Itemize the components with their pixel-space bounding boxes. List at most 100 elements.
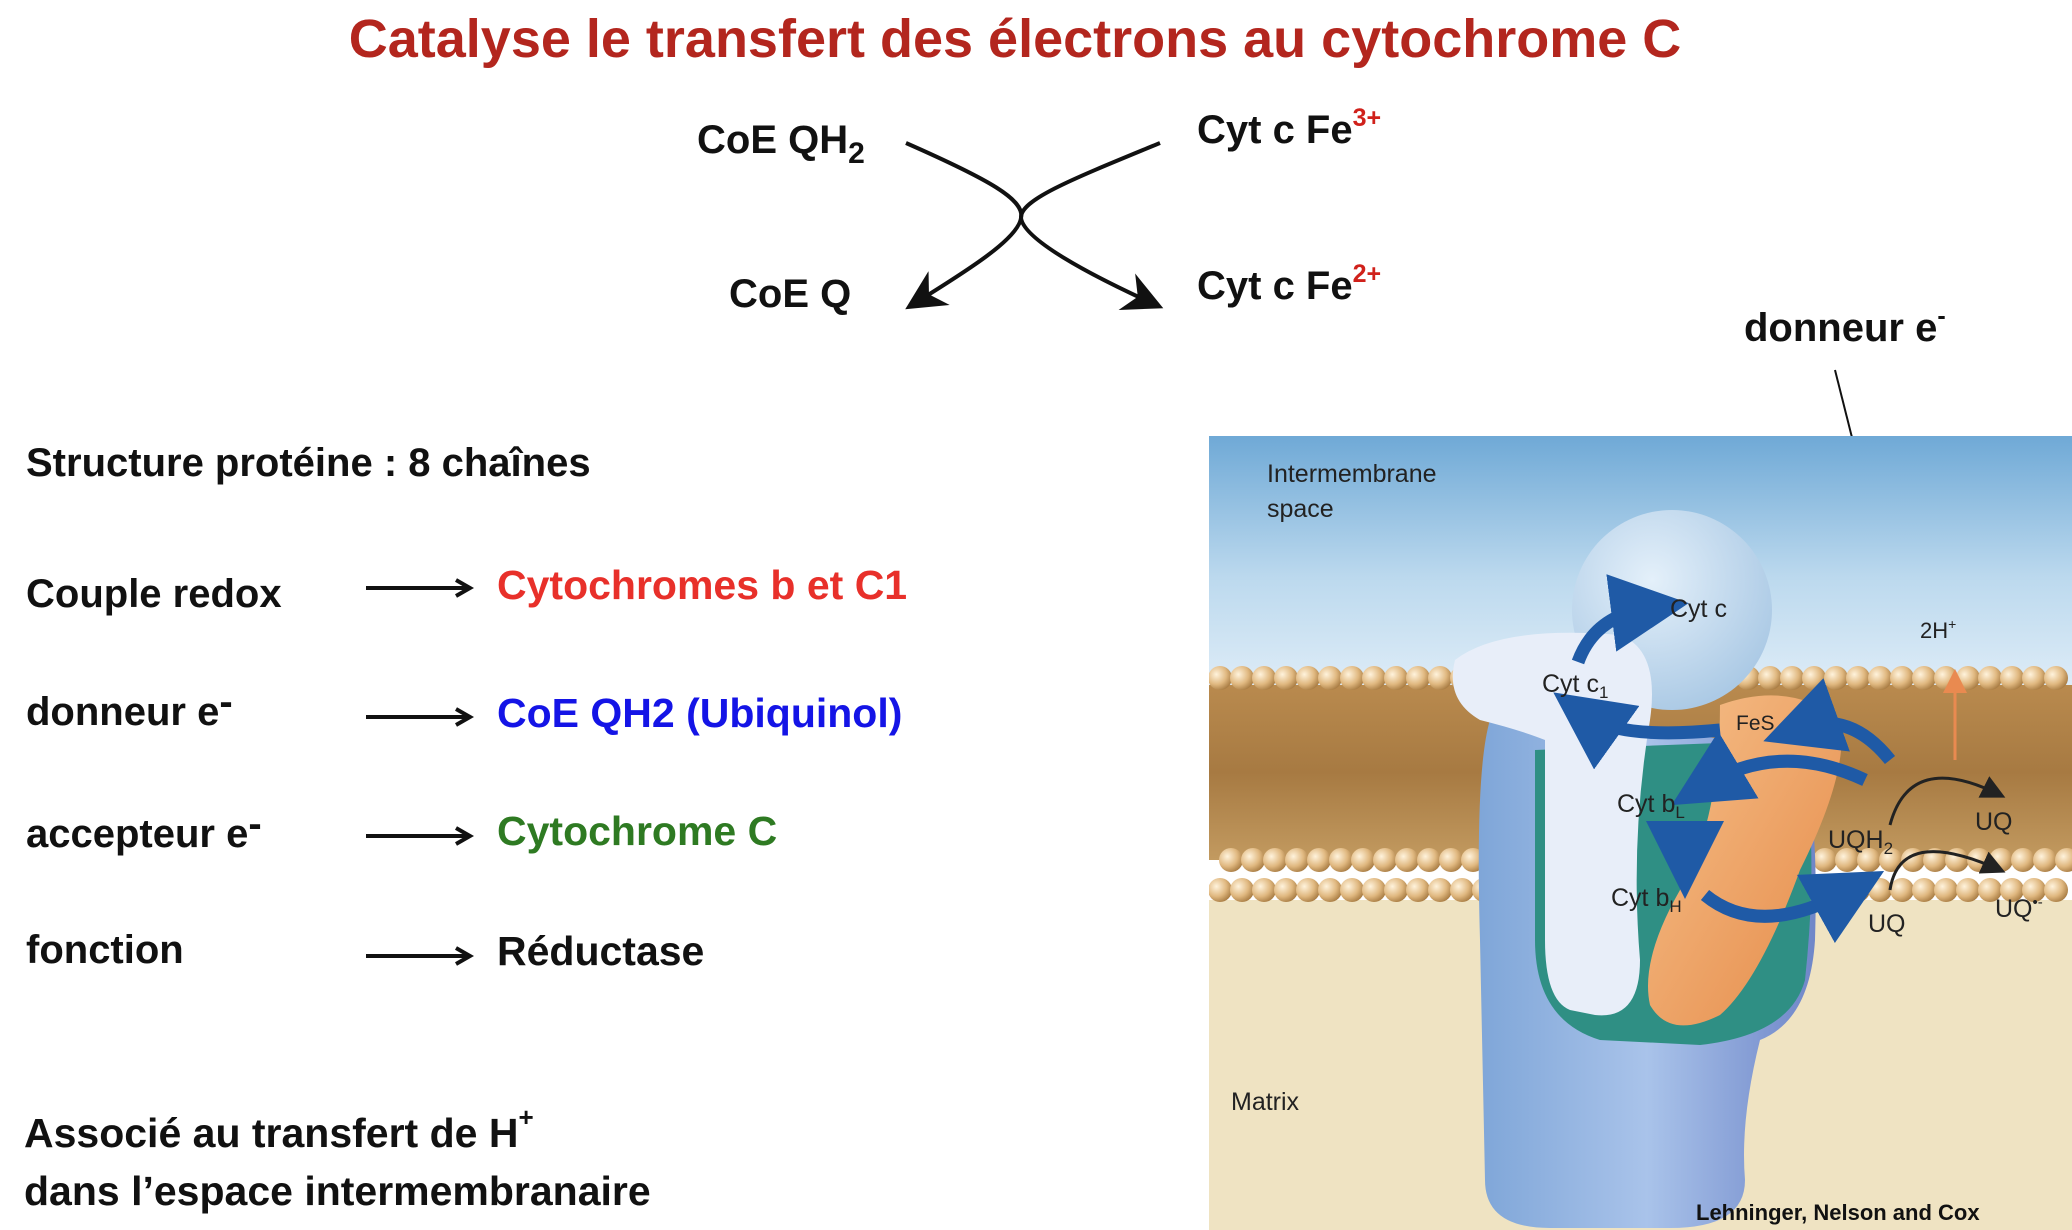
lipid-head: [1879, 848, 1903, 872]
label-text: donneur e: [26, 690, 220, 734]
lipid-head: [1868, 666, 1892, 690]
label-uq-top: UQ: [1975, 808, 2013, 836]
structure-text: Structure protéine : 8 chaînes: [26, 441, 591, 485]
lipid-head: [1384, 666, 1408, 690]
lipid-head: [1923, 848, 1947, 872]
lipid-head: [1758, 666, 1782, 690]
lipid-head: [1373, 848, 1397, 872]
donor-annotation: donneur e-: [1744, 302, 1946, 351]
complex-iii-figure: Intermembrane space Matrix Cyt c Cyt c1 …: [1209, 436, 2072, 1230]
label-fes: FeS: [1736, 712, 1775, 735]
lipid-head: [1912, 878, 1936, 902]
lipid-head: [1296, 666, 1320, 690]
lipid-head: [1978, 878, 2002, 902]
lipid-head: [1340, 666, 1364, 690]
lipid-head: [2000, 878, 2024, 902]
lipid-head: [1395, 848, 1419, 872]
label: Cyt c Fe: [1197, 264, 1353, 308]
right-arrow-icon: [366, 578, 474, 598]
lipid-head: [1329, 848, 1353, 872]
lipid-head: [1230, 666, 1254, 690]
lipid-head: [1989, 848, 2013, 872]
property-value: Cytochromes b et C1: [497, 562, 908, 608]
lipid-head: [1428, 878, 1452, 902]
rieske-fes-subunit: [1648, 695, 1842, 1026]
label-cyt-c: Cyt c: [1670, 595, 1727, 623]
lipid-head: [1406, 878, 1430, 902]
right-arrow-icon: [366, 707, 474, 727]
lipid-head: [1956, 666, 1980, 690]
superscript: -: [248, 802, 262, 846]
lipid-head: [1890, 878, 1914, 902]
property-value: Réductase: [497, 928, 705, 974]
label-uq-radical: UQ•-: [1995, 894, 2043, 923]
lipid-head: [1252, 878, 1276, 902]
property-label: donneur e-: [26, 682, 233, 735]
lipid-head: [2022, 666, 2046, 690]
label-matrix: Matrix: [1231, 1088, 1300, 1116]
label-text: Couple redox: [26, 572, 282, 616]
lipid-head: [1978, 666, 2002, 690]
lipid-head: [1868, 878, 1892, 902]
lipid-head: [1318, 878, 1342, 902]
reactant-coe-qh2: CoE QH2: [697, 118, 865, 170]
lipid-head: [1209, 666, 1232, 690]
lipid-head: [1285, 848, 1309, 872]
lipid-head: [2044, 666, 2068, 690]
lipid-head: [1209, 878, 1232, 902]
electron-flow-arrows: [1553, 574, 1896, 944]
label-space: space: [1267, 495, 1334, 523]
label: CoE QH: [697, 118, 849, 162]
lipid-head: [1450, 878, 1474, 902]
note-line-1: Associé au transfert de H: [24, 1110, 519, 1156]
lipid-head: [1351, 848, 1375, 872]
figure-credit: Lehninger, Nelson and Cox: [1696, 1200, 1980, 1225]
lipid-head: [1362, 878, 1386, 902]
lipid-head: [1263, 848, 1287, 872]
lipid-head: [1296, 878, 1320, 902]
slide-title: Catalyse le transfert des électrons au c…: [348, 9, 1682, 69]
lipid-head: [1362, 666, 1386, 690]
property-label: accepteur e-: [26, 804, 262, 857]
label-text: fonction: [26, 928, 184, 972]
lipid-head: [1241, 848, 1265, 872]
lipid-head: [1824, 666, 1848, 690]
right-arrow-icon: [366, 946, 474, 966]
subscript: 2: [848, 137, 865, 170]
superscript: 2+: [1352, 260, 1382, 288]
lipid-head: [1417, 848, 1441, 872]
superscript: -: [219, 680, 233, 724]
lipid-head: [1890, 666, 1914, 690]
curve-right: [1018, 141, 1164, 310]
lipid-head: [1802, 666, 1826, 690]
lipid-head: [1813, 848, 1837, 872]
lipid-head: [2033, 848, 2057, 872]
lipid-head: [2000, 666, 2024, 690]
lipid-head: [2022, 878, 2046, 902]
lipid-head: [1274, 878, 1298, 902]
property-value: Cytochrome C: [497, 808, 778, 854]
property-label: Couple redox: [26, 572, 282, 617]
product-coe-q: CoE Q: [729, 272, 852, 316]
lipid-head: [1428, 666, 1452, 690]
superscript: +: [518, 1102, 534, 1132]
label-uqh2: UQH2: [1828, 826, 1893, 858]
lipid-head: [2044, 878, 2068, 902]
reactant-cyt-c-fe3: Cyt c Fe3+: [1197, 104, 1381, 153]
lipid-head: [1307, 848, 1331, 872]
label-cyt-c1: Cyt c1: [1542, 670, 1608, 702]
superscript: -: [1937, 302, 1946, 330]
note-line-2: dans l’espace intermembranaire: [24, 1168, 651, 1214]
lipid-head: [1857, 848, 1881, 872]
label-cyt-bh: Cyt bH: [1611, 884, 1682, 916]
lipid-head: [1384, 878, 1408, 902]
label-cyt-bl: Cyt bL: [1617, 790, 1685, 822]
lipid-head: [1252, 666, 1276, 690]
lipid-head: [1439, 848, 1463, 872]
lipid-head: [1230, 878, 1254, 902]
superscript: 3+: [1352, 104, 1382, 132]
lipid-head: [1835, 848, 1859, 872]
lipid-head: [2055, 848, 2072, 872]
property-label: fonction: [26, 928, 184, 973]
label-2h-plus: 2H+: [1920, 616, 1956, 643]
